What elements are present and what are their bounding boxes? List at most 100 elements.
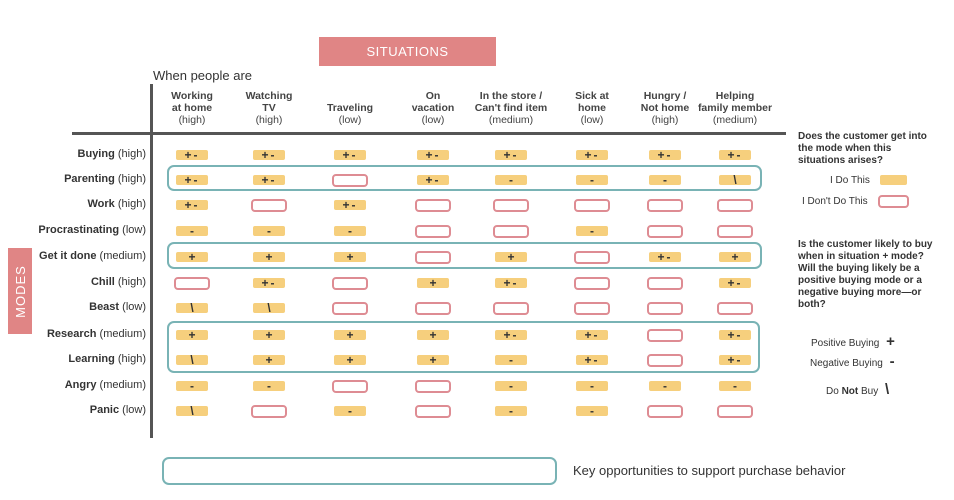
cell-does-not-occur	[415, 250, 451, 264]
buying-glyph: +	[346, 353, 354, 367]
cell-occurs: +-	[576, 329, 608, 341]
cell-does-not-occur	[647, 224, 683, 238]
buying-glyph: -	[348, 224, 352, 238]
cell-does-not-occur	[332, 301, 368, 315]
cell-occurs: +	[334, 353, 366, 367]
cell-does-not-occur	[647, 198, 683, 212]
column-title: In the store /	[479, 90, 543, 102]
column-header: Traveling(low)	[302, 102, 398, 126]
cell-occurs: -	[576, 379, 608, 393]
cell-occurs: -	[649, 174, 681, 186]
cell-occurs: -	[576, 224, 608, 238]
mode-level: (low)	[122, 301, 146, 313]
vertical-axis-line	[150, 84, 153, 438]
row-label: Learning (high)	[0, 353, 146, 365]
buying-glyph: +	[429, 276, 437, 290]
row-label: Beast (low)	[0, 301, 146, 313]
buying-glyph: +-	[727, 276, 743, 290]
cell-occurs: +-	[719, 354, 751, 366]
legend-question-buy: Is the customer likely to buy when in si…	[798, 239, 948, 311]
cell-occurs: -	[253, 224, 285, 238]
cell-does-not-occur	[574, 276, 610, 290]
cell-occurs: +-	[719, 149, 751, 161]
buying-glyph: +-	[657, 148, 673, 162]
legend-q2-line: both?	[798, 299, 826, 310]
buying-glyph: -	[267, 224, 271, 238]
legend-q2-line: negative buying more—or	[798, 287, 922, 298]
column-title: Sick at	[575, 90, 609, 102]
cell-occurs: +	[417, 354, 449, 366]
cell-does-not-occur	[415, 224, 451, 238]
mode-name: Research	[46, 328, 97, 340]
buying-glyph: \	[190, 353, 194, 367]
buying-glyph: +	[429, 328, 437, 342]
cell-does-not-occur	[415, 301, 451, 315]
buying-glyph: +	[188, 328, 196, 342]
cell-occurs: \	[176, 353, 208, 367]
column-level: (medium)	[488, 114, 534, 126]
cell-occurs: -	[495, 354, 527, 366]
cell-occurs: +-	[334, 149, 366, 161]
cell-occurs: +	[253, 353, 285, 367]
cell-does-not-occur	[647, 276, 683, 290]
cell-occurs: +-	[417, 148, 449, 162]
buying-glyph: -	[590, 224, 594, 238]
buying-glyph: +-	[727, 328, 743, 342]
buying-glyph: +-	[261, 173, 277, 187]
key-label: Key opportunities to support purchase be…	[573, 463, 846, 478]
legend-q1-line: the mode when this	[798, 143, 892, 154]
cell-occurs: +-	[253, 277, 285, 289]
buying-glyph: +	[346, 328, 354, 342]
column-title: Can't find item	[474, 102, 548, 114]
cell-does-not-occur	[717, 198, 753, 212]
legend-i-dont-swatch	[878, 195, 909, 208]
cell-does-not-occur	[332, 276, 368, 290]
cell-occurs: \	[253, 301, 285, 315]
mode-name: Get it done	[39, 250, 97, 262]
cell-occurs: +-	[649, 148, 681, 162]
mode-name: Chill	[90, 276, 115, 288]
column-level: (high)	[651, 114, 679, 126]
row-label: Buying (high)	[0, 148, 146, 160]
cell-occurs: +-	[176, 198, 208, 212]
buying-glyph: +-	[425, 173, 441, 187]
buying-glyph: -	[733, 379, 737, 393]
buying-glyph: +	[265, 353, 273, 367]
buying-glyph: -	[590, 404, 594, 418]
buying-glyph: +-	[503, 276, 519, 290]
row-label: Research (medium)	[0, 328, 146, 340]
when-label: When people are	[153, 68, 253, 83]
minus-icon: -	[889, 353, 895, 370]
cell-does-not-occur	[647, 328, 683, 342]
mode-name: Angry	[64, 379, 97, 391]
highlight-parenting	[167, 165, 762, 191]
row-label: Procrastinating (low)	[0, 224, 146, 236]
legend-i-dont-label: I Don't Do This	[802, 196, 868, 207]
buying-glyph: +-	[425, 148, 441, 162]
buying-glyph: -	[509, 404, 513, 418]
column-title: Hungry /	[643, 90, 687, 102]
buying-glyph: \	[267, 301, 271, 315]
cell-does-not-occur	[647, 353, 683, 367]
buying-glyph: +	[188, 250, 196, 264]
cell-occurs: -	[576, 404, 608, 418]
buying-glyph: -	[590, 379, 594, 393]
cell-does-not-occur	[251, 404, 287, 418]
mode-name: Procrastinating	[38, 224, 120, 236]
buying-glyph: \	[190, 301, 194, 315]
legend-i-do-label: I Do This	[830, 175, 870, 186]
buying-glyph: +	[265, 328, 273, 342]
column-level: (high)	[255, 114, 283, 126]
column-title: Helping	[715, 90, 755, 102]
situations-title: SITUATIONS	[319, 37, 496, 66]
column-title: Working	[171, 90, 213, 102]
column-level: (low)	[338, 114, 362, 126]
buying-glyph: +-	[184, 198, 200, 212]
column-title: Not home	[640, 102, 690, 114]
buying-glyph: +-	[261, 148, 277, 162]
cell-does-not-occur	[251, 198, 287, 212]
cell-occurs: -	[495, 380, 527, 392]
